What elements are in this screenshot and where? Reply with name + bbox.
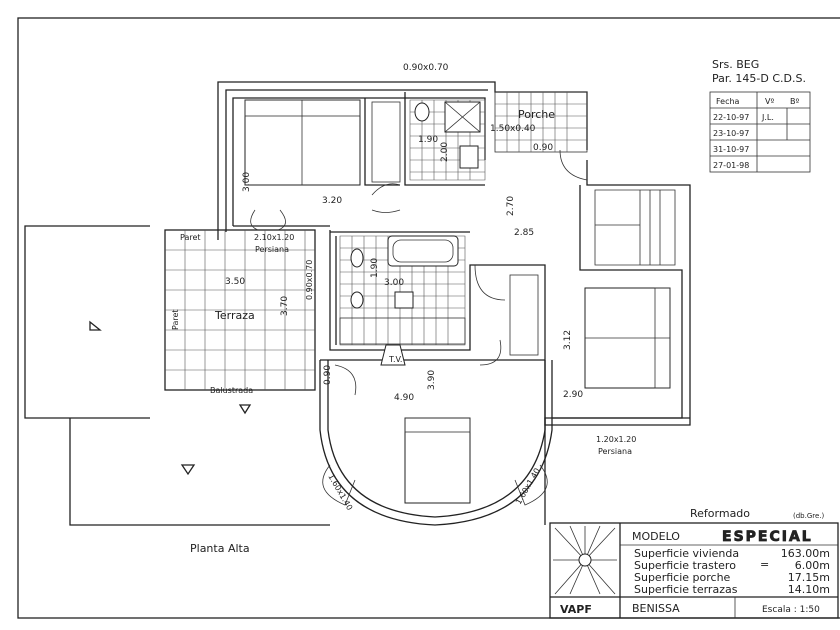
stairs	[594, 189, 676, 266]
label-persiana-2: Persiana	[598, 447, 632, 456]
label-hall-h: 2.70	[506, 196, 516, 216]
revision-table: Fecha Vº Bº 22-10-97 J.L. 23-10-97 31-10…	[709, 91, 811, 173]
label-window-terrace: 2.10x1.20	[254, 233, 294, 242]
reformado-note: Reformado	[690, 507, 750, 520]
svg-text:6.00m: 6.00m	[795, 559, 830, 572]
terrace-grid	[164, 229, 316, 391]
label-bed1-h: 3.00	[242, 172, 252, 192]
svg-text:23-10-97: 23-10-97	[713, 129, 749, 138]
label-hall-w: 2.85	[514, 228, 534, 238]
label-bath1-h: 2.00	[440, 142, 450, 162]
location: BENISSA	[632, 602, 680, 615]
svg-text:14.10m: 14.10m	[788, 583, 830, 596]
svg-text:17.15m: 17.15m	[788, 571, 830, 584]
label-bed1-w: 3.20	[322, 196, 342, 206]
porche-grid	[494, 91, 588, 153]
label-window-porche: 1.50x0.40	[490, 124, 536, 134]
svg-text:Fecha: Fecha	[716, 97, 740, 106]
terrace-lower-outline	[69, 418, 330, 526]
svg-text:31-10-97: 31-10-97	[713, 145, 749, 154]
label-bed2-h: 3.12	[563, 330, 573, 350]
label-window-bed2: 1.20x1.20	[596, 435, 636, 444]
plan-labels: 0.90x0.70 Porche 1.50x0.40 0.90 1.90 2.0…	[171, 63, 636, 512]
svg-text:VAPF: VAPF	[560, 603, 592, 616]
svg-text:27-01-98: 27-01-98	[713, 161, 749, 170]
svg-text:Superficie trastero: Superficie trastero	[634, 559, 736, 572]
label-bed2-w: 2.90	[563, 390, 583, 400]
title-block: VAPF MODELO ESPECIAL Superficie vivienda…	[549, 522, 839, 619]
label-persiana-1: Persiana	[255, 245, 289, 254]
svg-text:=: =	[760, 558, 769, 571]
drawn-by: (db.Gre.)	[793, 512, 825, 520]
label-window-bath2: 0.90x0.70	[305, 260, 314, 300]
svg-text:J.L.: J.L.	[761, 113, 774, 122]
label-bed3-w: 4.90	[394, 393, 414, 403]
label-porche: Porche	[518, 108, 555, 121]
label-tv: T.V.	[388, 355, 402, 364]
surfaces-list: Superficie vivienda 163.00m Superficie t…	[634, 547, 830, 596]
label-paret-side: Paret	[171, 309, 180, 330]
svg-text:163.00m: 163.00m	[781, 547, 830, 560]
fixtures	[339, 101, 539, 366]
label-door-bed3: 0.90	[323, 365, 333, 385]
door-swings	[250, 149, 588, 396]
bay-window-right	[514, 464, 548, 506]
svg-text:Superficie terrazas: Superficie terrazas	[634, 583, 738, 596]
svg-text:Superficie porche: Superficie porche	[634, 571, 731, 584]
vapf-logo: VAPF	[553, 525, 617, 616]
beds	[244, 99, 671, 504]
svg-text:22-10-97: 22-10-97	[713, 113, 749, 122]
svg-text:Bº: Bº	[790, 97, 799, 106]
svg-text:Vº: Vº	[765, 97, 774, 106]
label-door-porche: 0.90	[533, 143, 553, 153]
plan-title: Planta Alta	[190, 542, 250, 555]
terrace-outline	[24, 225, 150, 419]
client-name: Srs. BEG	[712, 58, 759, 71]
label-paret-top: Paret	[180, 233, 201, 242]
sheet-border	[17, 17, 840, 619]
label-terraza: Terraza	[214, 309, 255, 322]
label-bath2-w: 3.00	[384, 278, 404, 288]
label-bed3-h: 3.90	[427, 370, 437, 390]
modelo-value: ESPECIAL	[722, 529, 813, 545]
label-balustrada: Balustrada	[210, 386, 253, 395]
label-bath1-w: 1.90	[418, 135, 438, 145]
svg-text:Superficie vivienda: Superficie vivienda	[634, 547, 739, 560]
walls	[217, 81, 691, 526]
label-terrace-w: 3.50	[225, 277, 245, 287]
label-window-top: 0.90x0.70	[403, 63, 449, 73]
bay-window-left	[322, 464, 356, 506]
scale: Escala : 1:50	[762, 605, 820, 615]
level-markers	[89, 320, 252, 476]
modelo-label: MODELO	[632, 530, 680, 543]
client-parcel: Par. 145-D C.D.S.	[712, 72, 806, 85]
label-terrace-h: 3.70	[280, 296, 290, 316]
label-bath2-h: 1.90	[370, 258, 380, 278]
